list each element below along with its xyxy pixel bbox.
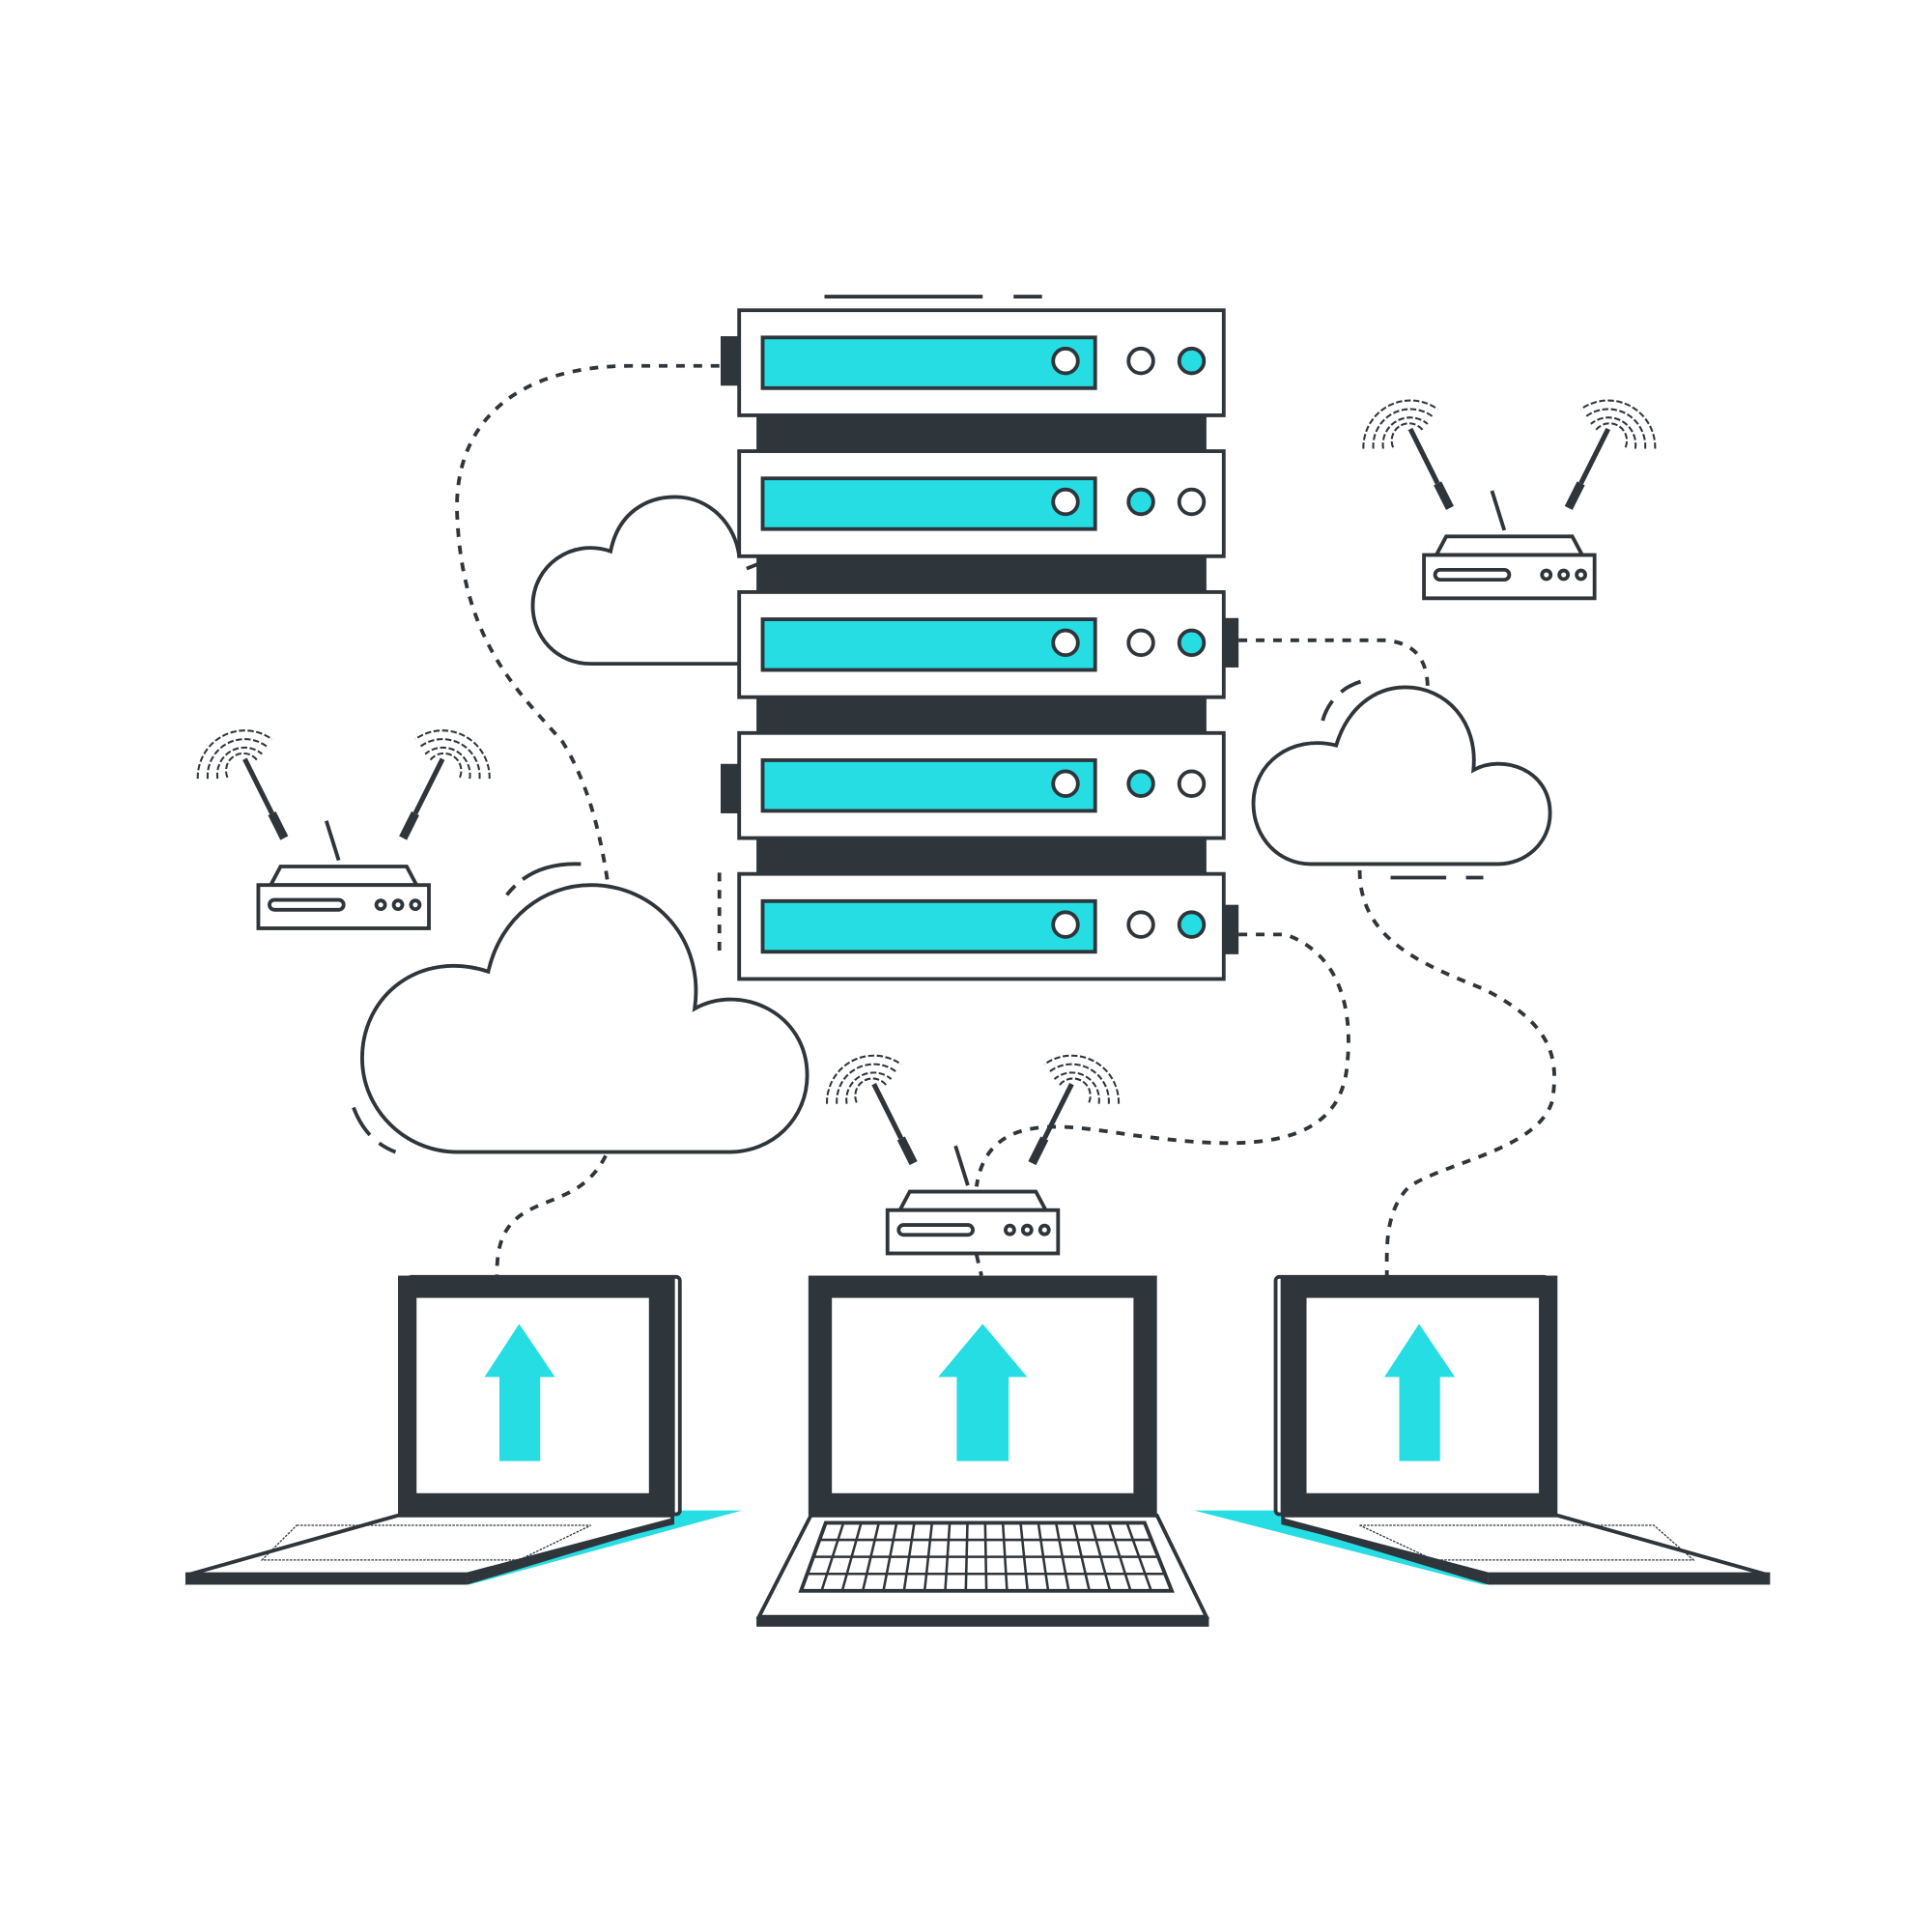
upload-arrow-icon xyxy=(484,1323,555,1462)
router-icon xyxy=(198,730,490,928)
status-light xyxy=(1126,487,1155,517)
cloud-icon xyxy=(530,495,760,667)
server-unit xyxy=(737,730,1226,840)
drive-bay xyxy=(760,335,1097,390)
drive-bay xyxy=(760,898,1097,954)
drive-bay xyxy=(760,476,1097,531)
cloud-icon xyxy=(352,862,810,1154)
router-icon xyxy=(1363,401,1655,599)
status-light xyxy=(1126,769,1155,798)
status-light xyxy=(1126,346,1155,376)
status-light xyxy=(1177,487,1207,517)
status-light xyxy=(1126,910,1155,939)
status-light xyxy=(1177,346,1207,376)
router-icon xyxy=(827,1056,1119,1254)
server-unit xyxy=(737,590,1226,699)
connection-lines xyxy=(455,363,1556,1276)
laptop-icon xyxy=(755,1275,1209,1627)
server-unit xyxy=(737,449,1226,558)
status-light xyxy=(1177,910,1207,939)
upload-arrow-icon xyxy=(938,1323,1028,1462)
status-light xyxy=(1177,769,1207,798)
server-unit xyxy=(737,308,1226,417)
drive-bay xyxy=(760,617,1097,672)
laptop-icon xyxy=(183,1274,742,1585)
drive-bay xyxy=(760,758,1097,813)
upload-arrow-icon xyxy=(1384,1323,1456,1462)
status-light xyxy=(1126,628,1155,658)
server-unit xyxy=(737,871,1226,981)
laptop-icon xyxy=(1194,1274,1771,1585)
status-light xyxy=(1177,628,1207,658)
server-rack-icon xyxy=(721,295,1239,981)
cloud-icon xyxy=(1251,677,1552,880)
